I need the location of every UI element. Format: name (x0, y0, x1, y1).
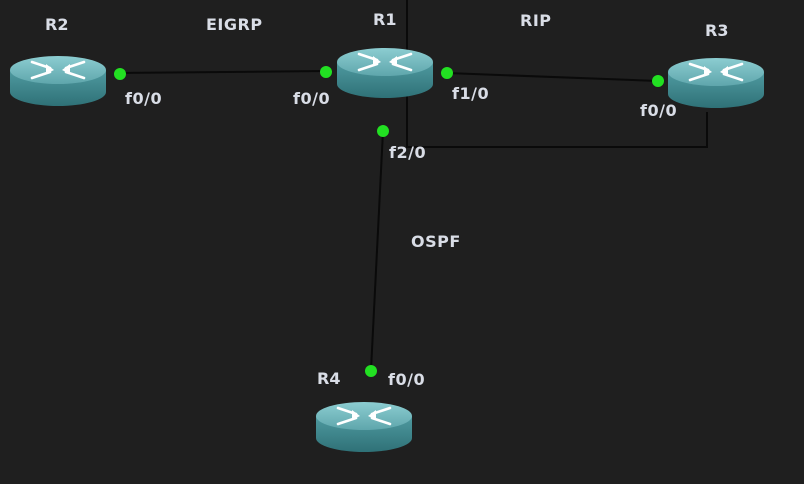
interface-label-r4-f0-0: f0/0 (388, 370, 426, 389)
port-r3-f0-0-status[interactable] (652, 75, 664, 87)
router-r3-icon[interactable] (666, 56, 766, 110)
link-r2-r1-eigrp[interactable] (119, 70, 327, 74)
interface-label-r1-f1-0: f1/0 (452, 84, 490, 103)
router-r2-icon[interactable] (8, 54, 108, 108)
port-r1-f2-0-status[interactable] (377, 125, 389, 137)
interface-label-r1-f0-0: f0/0 (293, 89, 331, 108)
interface-label-r1-f2-0: f2/0 (389, 143, 427, 162)
router-r1-name: R1 (373, 10, 397, 29)
protocol-label-rip: RIP (520, 11, 552, 30)
interface-label-r2-f0-0: f0/0 (125, 89, 163, 108)
protocol-label-ospf: OSPF (411, 232, 461, 251)
port-r1-f0-0-status[interactable] (320, 66, 332, 78)
router-r4-name: R4 (317, 369, 341, 388)
router-r2-name: R2 (45, 15, 69, 34)
port-r2-f0-0-status[interactable] (114, 68, 126, 80)
link-r1-r4-ospf[interactable] (370, 130, 384, 371)
interface-label-r3-f0-0: f0/0 (640, 101, 678, 120)
link-r1-r3-rip[interactable] (446, 72, 659, 82)
protocol-label-eigrp: EIGRP (206, 15, 263, 34)
router-r3-name: R3 (705, 21, 729, 40)
port-r1-f1-0-status[interactable] (441, 67, 453, 79)
router-r4-icon[interactable] (314, 400, 414, 454)
router-r1-icon[interactable] (335, 46, 435, 100)
port-r4-f0-0-status[interactable] (365, 365, 377, 377)
